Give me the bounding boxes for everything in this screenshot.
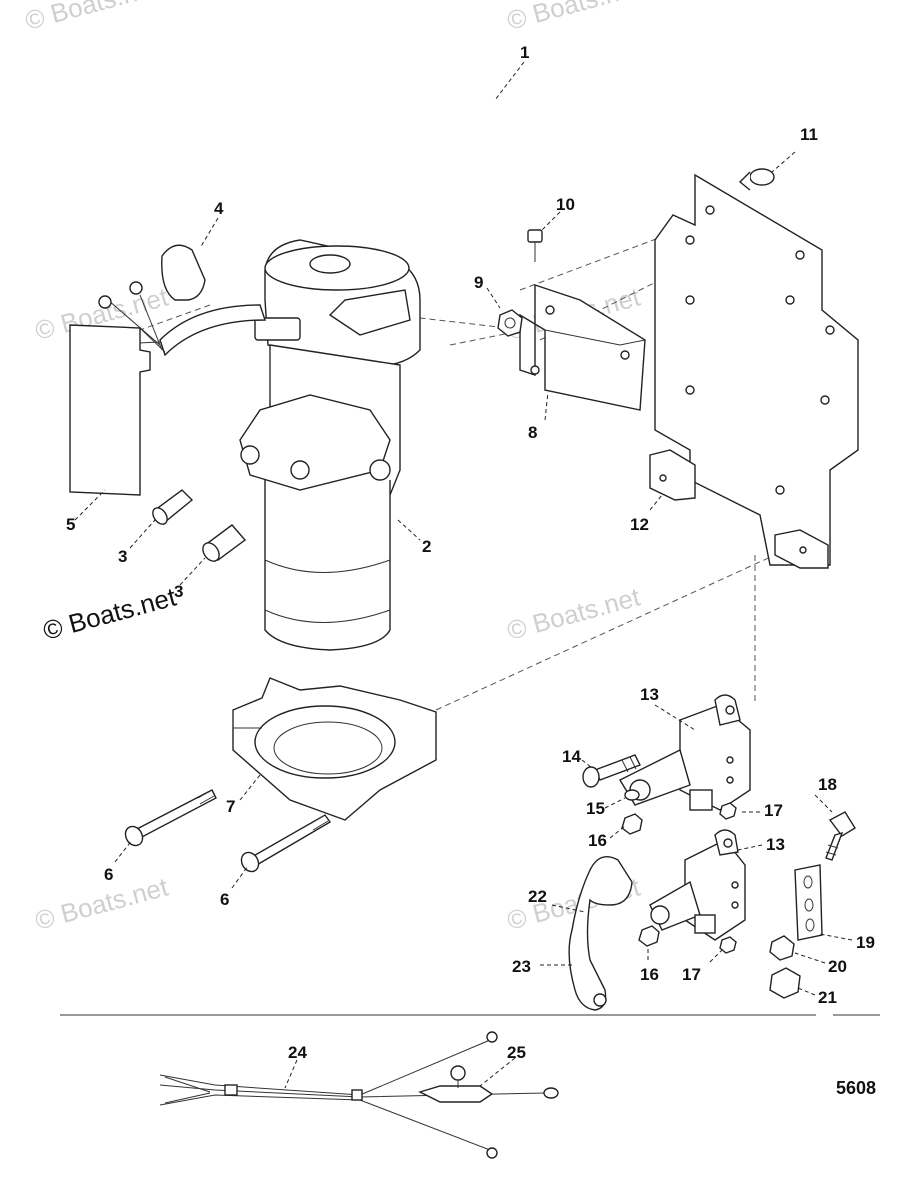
mounting-base bbox=[232, 677, 437, 821]
callout-13: 13 bbox=[640, 685, 659, 704]
leader-line bbox=[551, 904, 586, 913]
callout-20: 20 bbox=[828, 957, 847, 976]
callout-17: 17 bbox=[764, 801, 783, 820]
cable-boot bbox=[568, 856, 633, 1011]
leader-line bbox=[737, 844, 763, 851]
callout-14: 14 bbox=[562, 747, 581, 766]
pump-motor bbox=[239, 239, 421, 651]
hex-nut bbox=[769, 967, 801, 999]
assembly-line bbox=[519, 229, 681, 291]
callout-19: 19 bbox=[856, 933, 875, 952]
assembly-line bbox=[435, 554, 776, 711]
washer bbox=[624, 789, 640, 801]
leader-line bbox=[231, 865, 249, 889]
leader-line bbox=[581, 759, 593, 769]
callout-16: 16 bbox=[640, 965, 659, 984]
leader-line bbox=[649, 494, 663, 511]
callout-4: 4 bbox=[214, 199, 224, 218]
fitting bbox=[202, 524, 247, 562]
callout-17: 17 bbox=[682, 965, 701, 984]
callout-15: 15 bbox=[586, 799, 605, 818]
cover-plate bbox=[69, 324, 151, 496]
mounting-bracket bbox=[519, 284, 646, 411]
hex-nut bbox=[769, 935, 795, 961]
mounting-plate bbox=[649, 173, 859, 569]
callout-11: 11 bbox=[800, 125, 818, 144]
leader-line bbox=[604, 797, 626, 809]
leader-line bbox=[794, 952, 826, 964]
callout-10: 10 bbox=[556, 195, 575, 214]
bolt bbox=[582, 754, 641, 788]
callout-25: 25 bbox=[507, 1043, 526, 1062]
callout-18: 18 bbox=[818, 775, 837, 794]
leader-line bbox=[479, 1057, 516, 1087]
watermark: © Boats.net bbox=[22, 0, 162, 36]
bolt bbox=[825, 811, 856, 861]
terminal-boot bbox=[161, 244, 206, 301]
callout-9: 9 bbox=[474, 273, 483, 292]
hex-nut bbox=[638, 925, 660, 947]
callout-24: 24 bbox=[288, 1043, 307, 1062]
leader-line bbox=[129, 519, 156, 549]
callout-23: 23 bbox=[512, 957, 531, 976]
leader-line bbox=[179, 557, 206, 586]
hex-nut bbox=[621, 813, 643, 835]
assembly-line bbox=[139, 304, 211, 331]
callout-21: 21 bbox=[818, 988, 837, 1007]
callout-3: 3 bbox=[118, 547, 127, 566]
hex-nut bbox=[497, 309, 523, 337]
callout-22: 22 bbox=[528, 887, 547, 906]
leader-line bbox=[74, 489, 106, 521]
leader-line bbox=[494, 61, 525, 101]
watermark: © Boats.net bbox=[32, 871, 172, 935]
strap bbox=[794, 864, 823, 941]
callout-8: 8 bbox=[528, 423, 537, 442]
leader-line bbox=[539, 211, 561, 233]
leader-line bbox=[114, 839, 133, 863]
leader-line bbox=[814, 794, 833, 813]
callout-5: 5 bbox=[66, 515, 75, 534]
leader-line bbox=[239, 774, 261, 801]
callout-2: 2 bbox=[422, 537, 431, 556]
leader-line bbox=[486, 287, 501, 309]
leader-line bbox=[654, 704, 696, 731]
callout-13: 13 bbox=[766, 835, 785, 854]
callout-12: 12 bbox=[630, 515, 649, 534]
callout-1: 1 bbox=[520, 43, 529, 62]
leader-line bbox=[819, 933, 853, 941]
callout-6: 6 bbox=[220, 890, 229, 909]
leader-line bbox=[199, 217, 219, 249]
callout-3: 3 bbox=[174, 582, 183, 601]
callout-6: 6 bbox=[104, 865, 113, 884]
leader-line bbox=[771, 151, 796, 173]
copyright-label: © Boats.net bbox=[40, 581, 180, 645]
callout-16: 16 bbox=[588, 831, 607, 850]
watermark: © Boats.net bbox=[504, 0, 644, 36]
bolt bbox=[240, 814, 332, 873]
wiring-harness bbox=[159, 1031, 559, 1159]
solenoid bbox=[649, 829, 746, 941]
hex-nut bbox=[719, 936, 737, 954]
leader-line bbox=[544, 391, 549, 421]
watermark: © Boats.net bbox=[504, 581, 644, 645]
hex-nut bbox=[719, 802, 737, 820]
fitting bbox=[152, 489, 194, 525]
figure-number: 5608 bbox=[836, 1078, 876, 1098]
screw bbox=[527, 229, 543, 262]
bolt bbox=[124, 789, 217, 847]
screw bbox=[738, 168, 775, 191]
leader-line bbox=[797, 987, 816, 996]
callout-7: 7 bbox=[226, 797, 235, 816]
solenoid bbox=[619, 694, 751, 811]
leader-line bbox=[284, 1059, 298, 1089]
leader-line bbox=[397, 519, 421, 541]
leader-line bbox=[609, 825, 626, 839]
leader-line bbox=[709, 949, 723, 963]
